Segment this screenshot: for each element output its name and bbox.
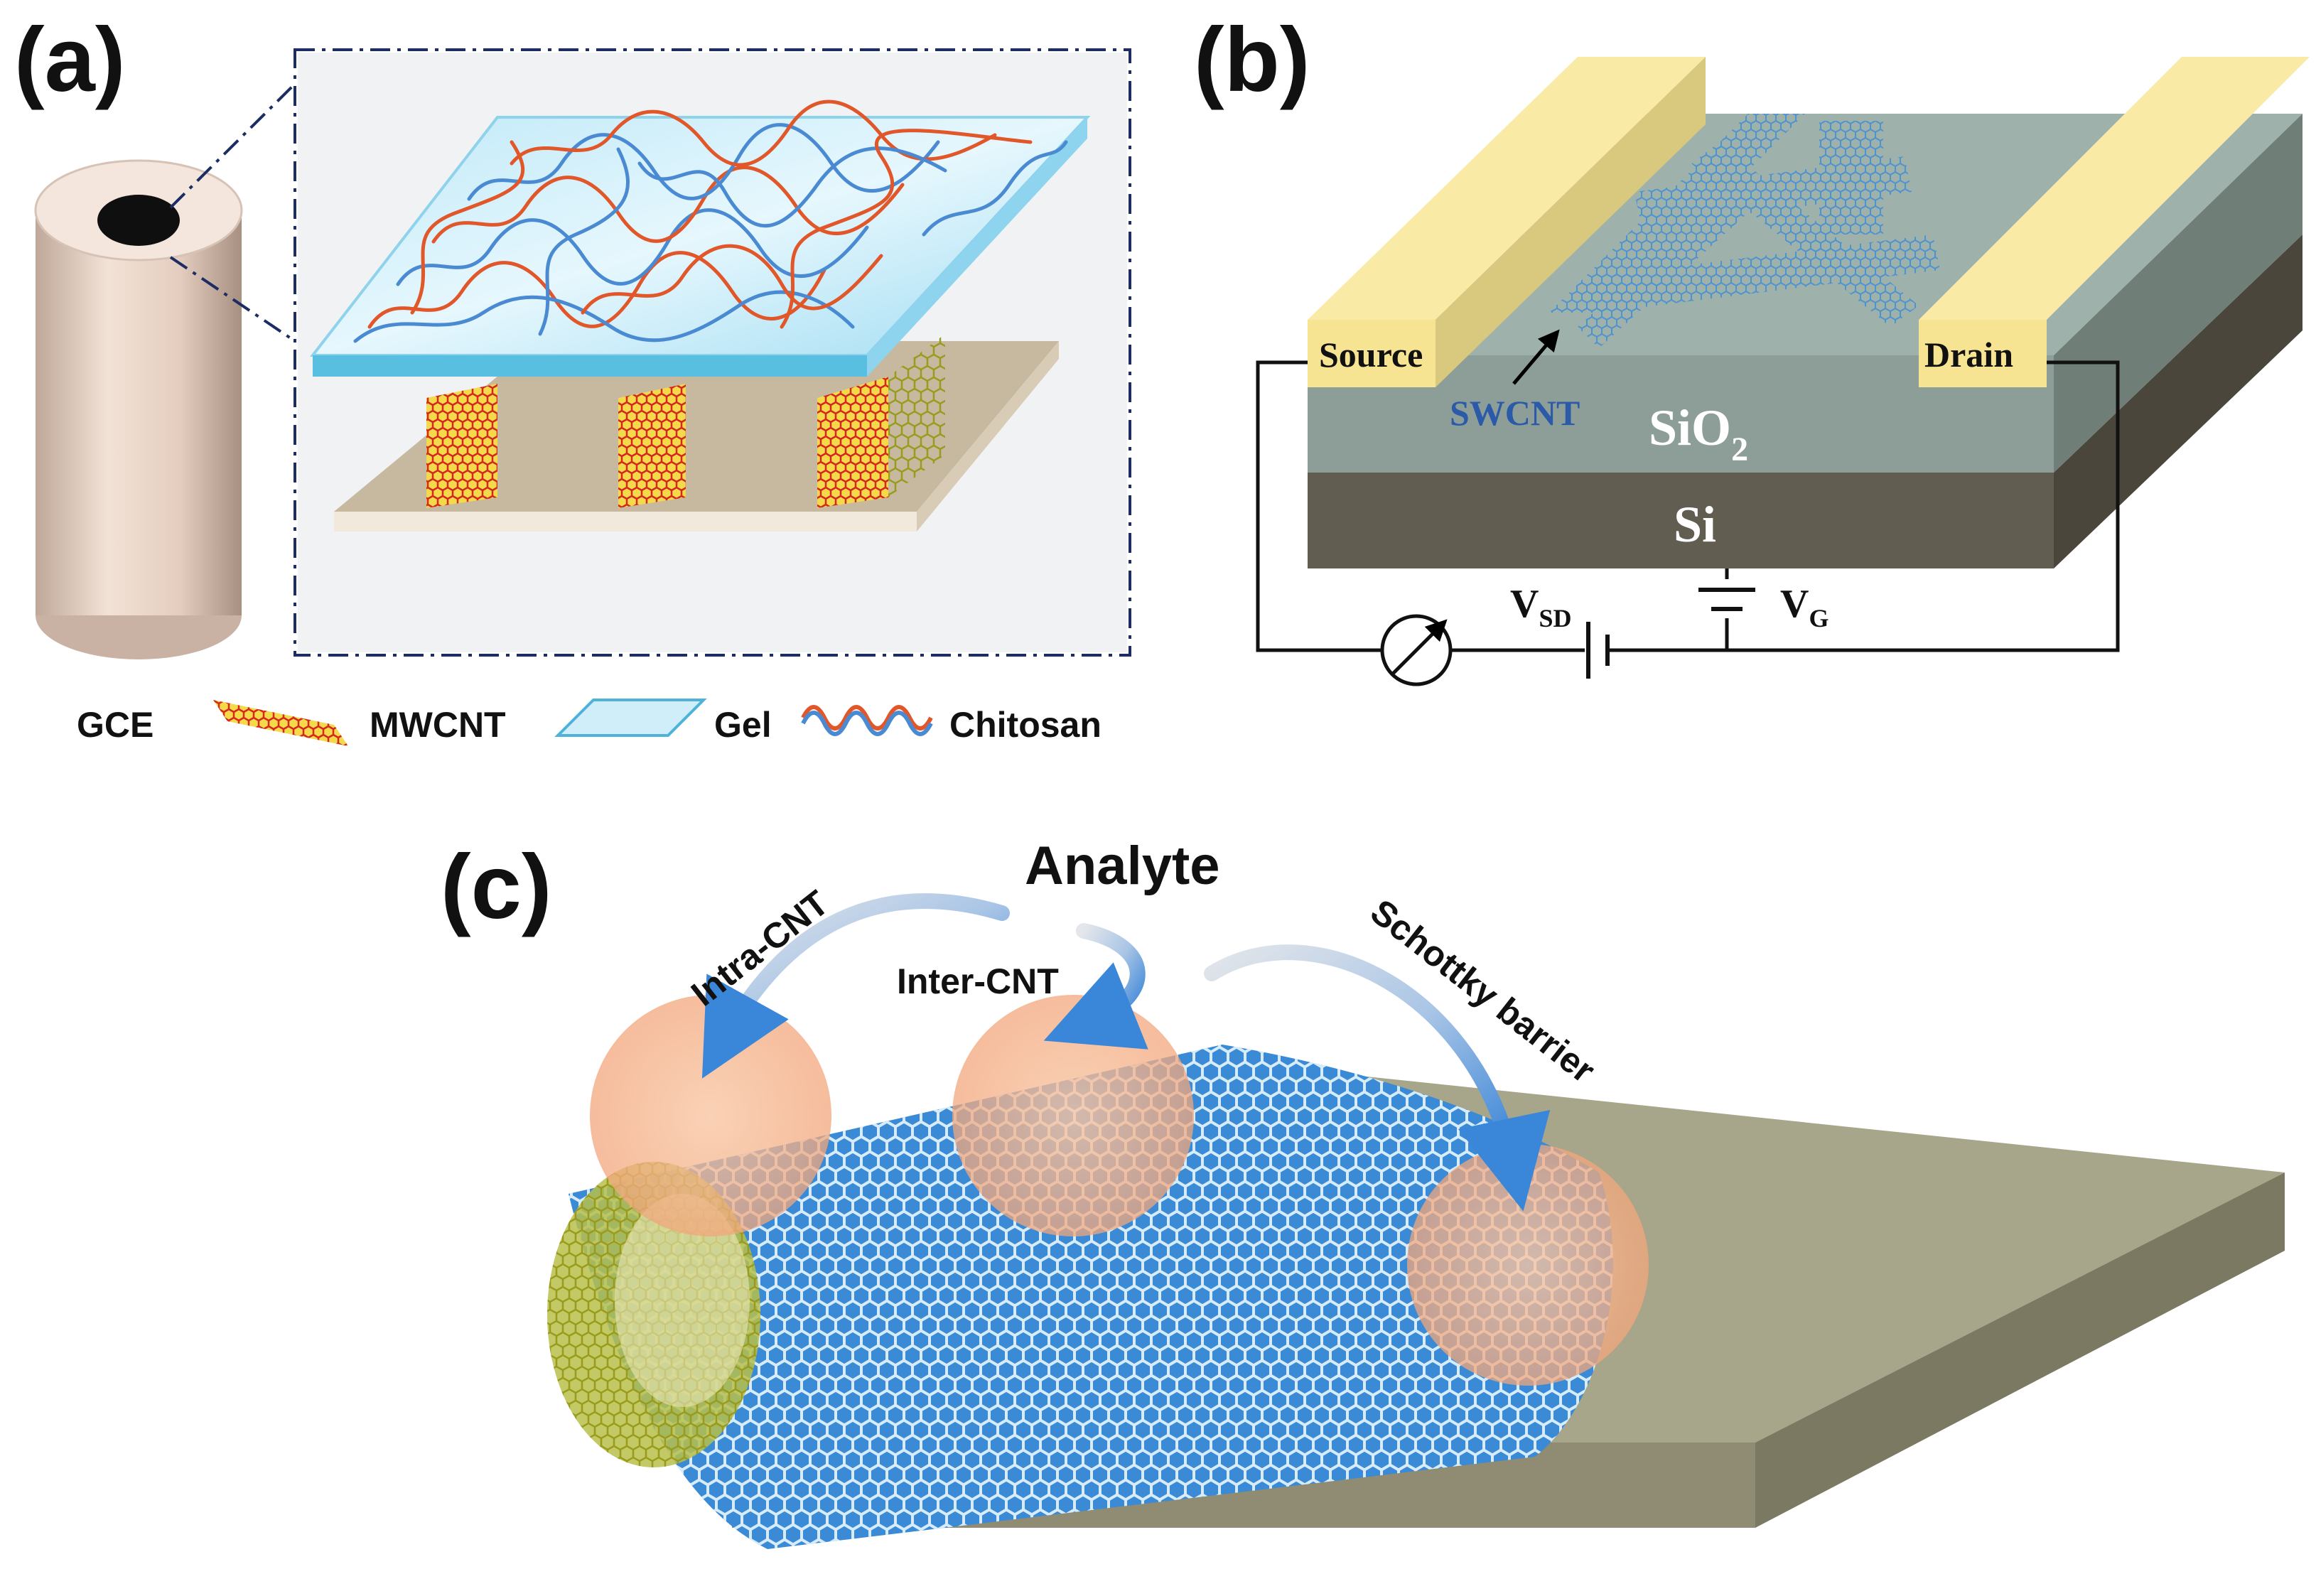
sio2-layer-front — [1308, 355, 2054, 473]
swcnt-label: SWCNT — [1450, 393, 1580, 433]
vsd-label: VSD — [1510, 582, 1571, 632]
gel-legend-icon — [554, 699, 707, 737]
panel-c-label: (c) — [441, 836, 551, 938]
panel-a: (a) — [14, 9, 1131, 746]
sio2-label-main: SiO — [1649, 399, 1731, 456]
legend-gce: GCE — [77, 705, 153, 745]
vsd-label-sub: SD — [1539, 604, 1571, 632]
mwcnt-array — [426, 334, 945, 508]
ammeter — [1380, 614, 1453, 686]
analyte-label: Analyte — [1025, 836, 1220, 896]
legend-chitosan: Chitosan — [949, 705, 1102, 745]
si-label: Si — [1674, 496, 1716, 553]
inter-cnt-highlight — [952, 995, 1194, 1236]
vg-label-main: V — [1780, 582, 1809, 626]
vg-label-sub: G — [1809, 604, 1828, 632]
vg-label: VG — [1780, 582, 1828, 632]
circuit-wires — [1256, 360, 2120, 652]
inter-cnt-label: Inter-CNT — [897, 961, 1059, 1001]
panel-c: (c) Analyte Intra-CNT Inter-CNT Schot — [441, 836, 2285, 1549]
inter-cnt-arrow — [1043, 923, 1148, 1050]
source-label: Source — [1319, 335, 1423, 374]
intra-cnt-highlight — [590, 995, 831, 1236]
panel-a-legend: GCE MWCNT Gel Chitosan — [77, 699, 1102, 746]
swcnt-pointer-arrow — [1512, 329, 1560, 385]
vsd-label-main: V — [1510, 582, 1539, 626]
gce-electrode — [34, 159, 243, 659]
vg-battery — [1698, 588, 1755, 611]
chitosan-legend-icon — [801, 705, 933, 736]
legend-gel: Gel — [714, 705, 772, 745]
panel-a-label: (a) — [14, 9, 125, 111]
zoom-box — [169, 48, 1131, 657]
drain-electrode — [1919, 57, 2310, 387]
gel-chitosan-layer — [309, 99, 1091, 377]
intra-cnt-arrow — [701, 893, 1010, 1079]
panel-b-label: (b) — [1194, 9, 1310, 111]
swcnt-network — [1549, 114, 1940, 348]
drain-label: Drain — [1924, 335, 2013, 374]
schottky-barrier-highlight — [1407, 1144, 1649, 1386]
si-layer-front — [1308, 473, 2054, 568]
sio2-label-sub: 2 — [1731, 431, 1748, 468]
mwcnt-legend-icon — [213, 700, 348, 746]
cnt-tube — [547, 1045, 1613, 1549]
sio2-label: SiO2 — [1649, 399, 1748, 468]
panel-b: (b) Source Drain SWCNT — [1194, 9, 2310, 686]
source-electrode — [1308, 57, 1706, 387]
vsd-battery — [1586, 622, 1610, 679]
analyte-arrows — [701, 893, 1551, 1212]
schottky-arrow — [1204, 944, 1551, 1212]
legend-mwcnt: MWCNT — [370, 705, 506, 745]
